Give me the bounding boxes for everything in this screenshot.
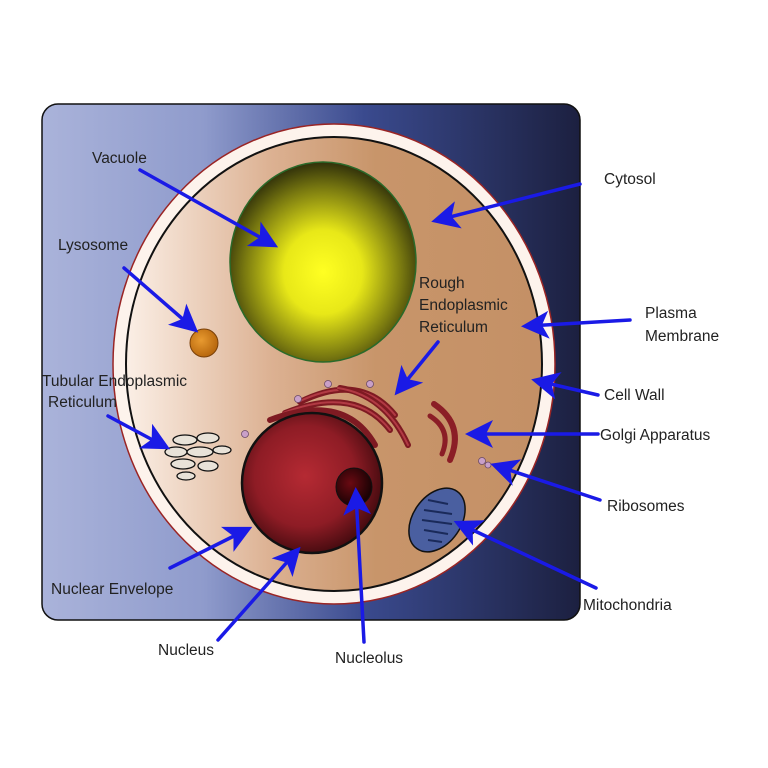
label-nuclear-envelope: Nuclear Envelope [51,581,174,598]
arrow-cell-wall [531,372,600,400]
label-cell-wall: Cell Wall [604,387,665,404]
label-mitochondria: Mitochondria [583,597,672,614]
tubular-er [164,432,232,481]
label-ribosomes: Ribosomes [607,498,685,515]
mitochondria [408,487,466,553]
label-rough-er-line1: Rough [419,275,465,292]
nucleus [240,411,384,555]
label-nucleolus: Nucleolus [335,650,404,667]
label-golgi-apparatus: Golgi Apparatus [600,427,711,444]
nucleolus [335,467,373,507]
label-rough-er-line3: Reticulum [419,319,488,336]
label-tubular-er-line1: Tubular Endoplasmic [42,373,188,390]
label-nucleus: Nucleus [158,642,214,659]
label-tubular-er-line2: Reticulum [48,394,117,411]
arrow-lysosome [122,266,199,333]
arrow-plasma-membrane [521,310,632,339]
arrow-rough-er [394,340,440,396]
vacuole [229,161,417,363]
arrow-nucleus [216,546,301,642]
label-cytosol: Cytosol [604,171,656,188]
label-lysosome: Lysosome [58,237,129,254]
er-ribosome-dots [241,380,492,469]
arrow-tubular-er [106,414,171,450]
label-plasma-membrane-line2: Membrane [645,328,720,345]
pointer-arrows [106,168,632,644]
arrow-vacuole [138,168,279,248]
label-rough-er-line2: Endoplasmic [419,297,508,314]
label-plasma-membrane-line1: Plasma [645,305,697,322]
arrow-cytosol [431,182,582,229]
arrow-nuclear-envelope [168,526,253,570]
golgi-apparatus [427,401,458,463]
label-vacuole: Vacuole [92,150,147,167]
lysosome [189,328,219,358]
arrow-nucleolus [343,487,372,644]
arrow-ribosomes [490,459,602,502]
rough-er [267,385,411,448]
arrow-mitochondria [453,520,598,590]
